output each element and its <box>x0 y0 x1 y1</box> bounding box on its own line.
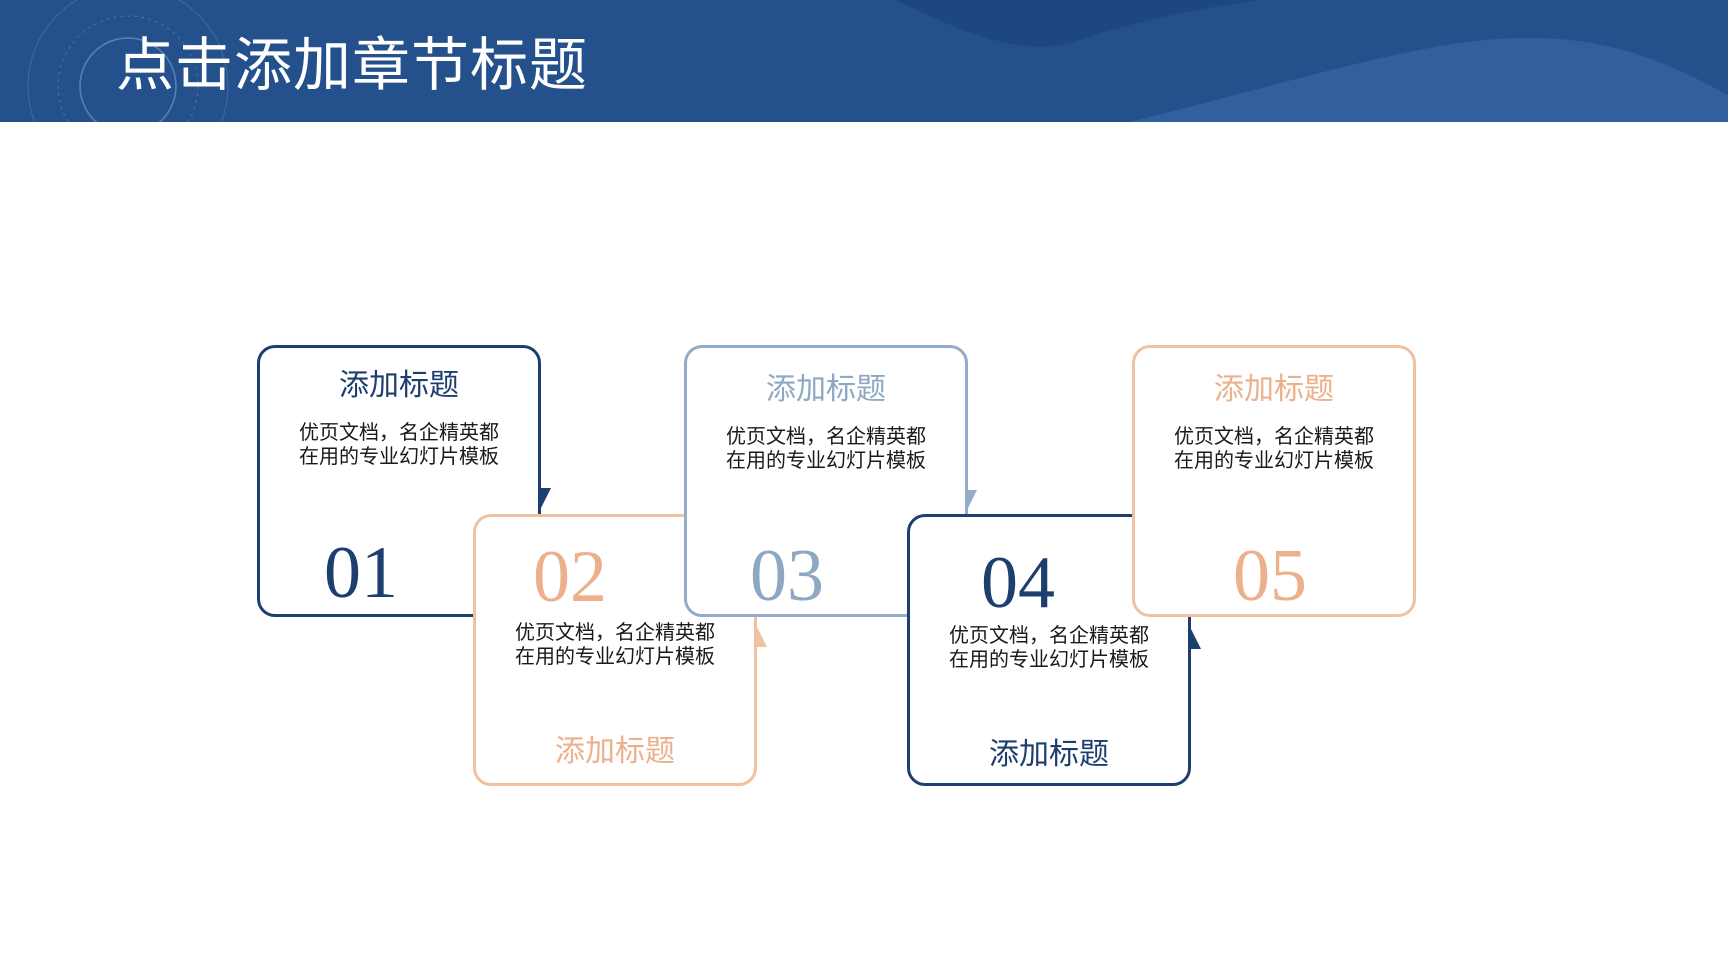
step-description-line: 在用的专业幻灯片模板 <box>299 444 499 468</box>
step-description: 优页文档，名企精英都 在用的专业幻灯片模板 <box>1135 424 1413 472</box>
step-number: 05 <box>1233 535 1307 617</box>
step-description-line: 优页文档，名企精英都 <box>1174 424 1374 448</box>
step-description: 优页文档，名企精英都 在用的专业幻灯片模板 <box>260 420 538 468</box>
step-card-02: 02 优页文档，名企精英都 在用的专业幻灯片模板 添加标题 <box>473 514 757 786</box>
header-wave-decoration <box>27 0 1728 122</box>
step-title: 添加标题 <box>339 368 459 403</box>
step-description-line: 在用的专业幻灯片模板 <box>1174 448 1374 472</box>
step-description: 优页文档，名企精英都 在用的专业幻灯片模板 <box>476 620 754 668</box>
step-card-05: 添加标题 优页文档，名企精英都 在用的专业幻灯片模板 05 <box>1132 345 1416 617</box>
step-title: 添加标题 <box>555 734 675 769</box>
step-card-01: 添加标题 优页文档，名企精英都 在用的专业幻灯片模板 01 <box>257 345 541 617</box>
step-description: 优页文档，名企精英都 在用的专业幻灯片模板 <box>687 424 965 472</box>
step-description-line: 优页文档，名企精英都 <box>949 623 1149 647</box>
step-title: 添加标题 <box>1214 372 1334 407</box>
step-number: 01 <box>324 532 398 614</box>
step-number: 03 <box>750 535 824 617</box>
step-number: 02 <box>533 536 607 618</box>
header-banner: 点击添加章节标题 <box>0 0 1728 122</box>
step-description-line: 在用的专业幻灯片模板 <box>726 448 926 472</box>
step-description-line: 在用的专业幻灯片模板 <box>949 647 1149 671</box>
step-description: 优页文档，名企精英都 在用的专业幻灯片模板 <box>910 623 1188 671</box>
step-description-line: 在用的专业幻灯片模板 <box>515 644 715 668</box>
step-description-line: 优页文档，名企精英都 <box>299 420 499 444</box>
step-description-line: 优页文档，名企精英都 <box>726 424 926 448</box>
step-description-line: 优页文档，名企精英都 <box>515 620 715 644</box>
step-number: 04 <box>981 542 1055 624</box>
step-title: 添加标题 <box>989 737 1109 772</box>
page-title: 点击添加章节标题 <box>116 31 589 99</box>
step-title: 添加标题 <box>766 372 886 407</box>
